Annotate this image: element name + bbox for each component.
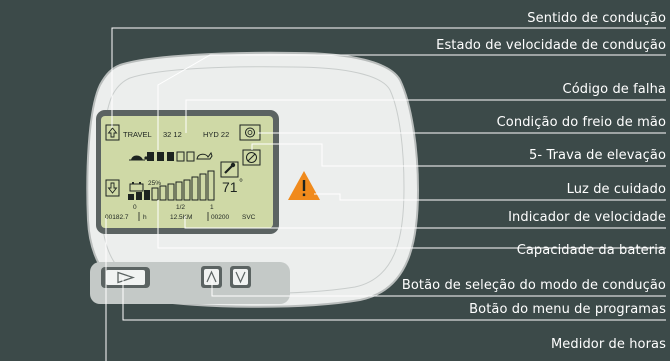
- speed-block: [157, 152, 164, 161]
- battery-bar: [128, 194, 134, 200]
- battery-bar: [191, 176, 199, 201]
- label-indicador-velocidade: Indicador de velocidade: [508, 210, 666, 225]
- leader-lines: [105, 27, 666, 361]
- label-modo-conducao: Botão de seleção do modo de condução: [401, 278, 666, 293]
- svc-text: SVC: [242, 214, 256, 221]
- battery-bar: [199, 173, 207, 201]
- label-estado-velocidade: Estado de velocidade de condução: [436, 38, 666, 53]
- battery-bar: [159, 185, 167, 201]
- battery-bar: [175, 181, 183, 201]
- speed-block: [186, 151, 195, 162]
- label-codigo-falha: Código de falha: [562, 82, 666, 97]
- scale-one: 1: [210, 204, 214, 211]
- up-button-icon: [206, 270, 217, 283]
- speed-block: [147, 152, 154, 161]
- battery-icon: [129, 182, 144, 192]
- play-button-icon: [117, 271, 136, 284]
- mode-values: 32 12: [163, 130, 182, 139]
- label-capacidade-bateria: Capacidade da bateria: [516, 243, 666, 258]
- label-trava-elevacao: 5- Trava de elevação: [529, 148, 666, 163]
- up-button[interactable]: [201, 266, 222, 288]
- speed-value: 71: [222, 179, 238, 195]
- label-sentido-conducao: Sentido de condução: [527, 11, 666, 26]
- scale-zero: 0: [133, 204, 137, 211]
- label-menu-programas: Botão do menu de programas: [469, 302, 666, 317]
- battery-bar: [183, 179, 191, 201]
- battery-bar: [151, 187, 159, 201]
- warning-triangle-icon: [288, 171, 320, 200]
- play-button[interactable]: [101, 267, 150, 288]
- counter-value: 00200: [211, 214, 229, 221]
- label-luz-cuidado: Luz de cuidado: [566, 182, 666, 197]
- hours-unit: h: [143, 214, 147, 221]
- battery-bar: [207, 170, 215, 201]
- speed-block: [167, 152, 174, 161]
- label-freio-mao: Condição do freio de mão: [496, 115, 666, 130]
- speed-unit: °: [239, 178, 243, 189]
- wrench-icon: [220, 161, 239, 178]
- battery-percent: 25%: [148, 180, 161, 187]
- mode-text: TRAVEL: [123, 130, 152, 139]
- scale-half: 1/2: [176, 204, 185, 211]
- arrow-down-icon: [105, 179, 120, 197]
- down-button[interactable]: [230, 266, 251, 288]
- speed-km: 12.5KM: [170, 214, 192, 221]
- lcd-bottom-separators: [138, 212, 209, 221]
- speed-block: [176, 151, 185, 162]
- battery-bar: [167, 183, 175, 201]
- hours-value: 00182.7: [105, 214, 129, 221]
- hyd-text: HYD 22: [203, 130, 229, 139]
- rabbit-icon: [196, 151, 213, 160]
- label-medidor-horas: Medidor de horas: [550, 337, 666, 352]
- down-button-icon: [235, 271, 246, 284]
- turtle-icon: [129, 155, 148, 161]
- battery-bar: [136, 192, 142, 200]
- battery-bar: [144, 190, 150, 200]
